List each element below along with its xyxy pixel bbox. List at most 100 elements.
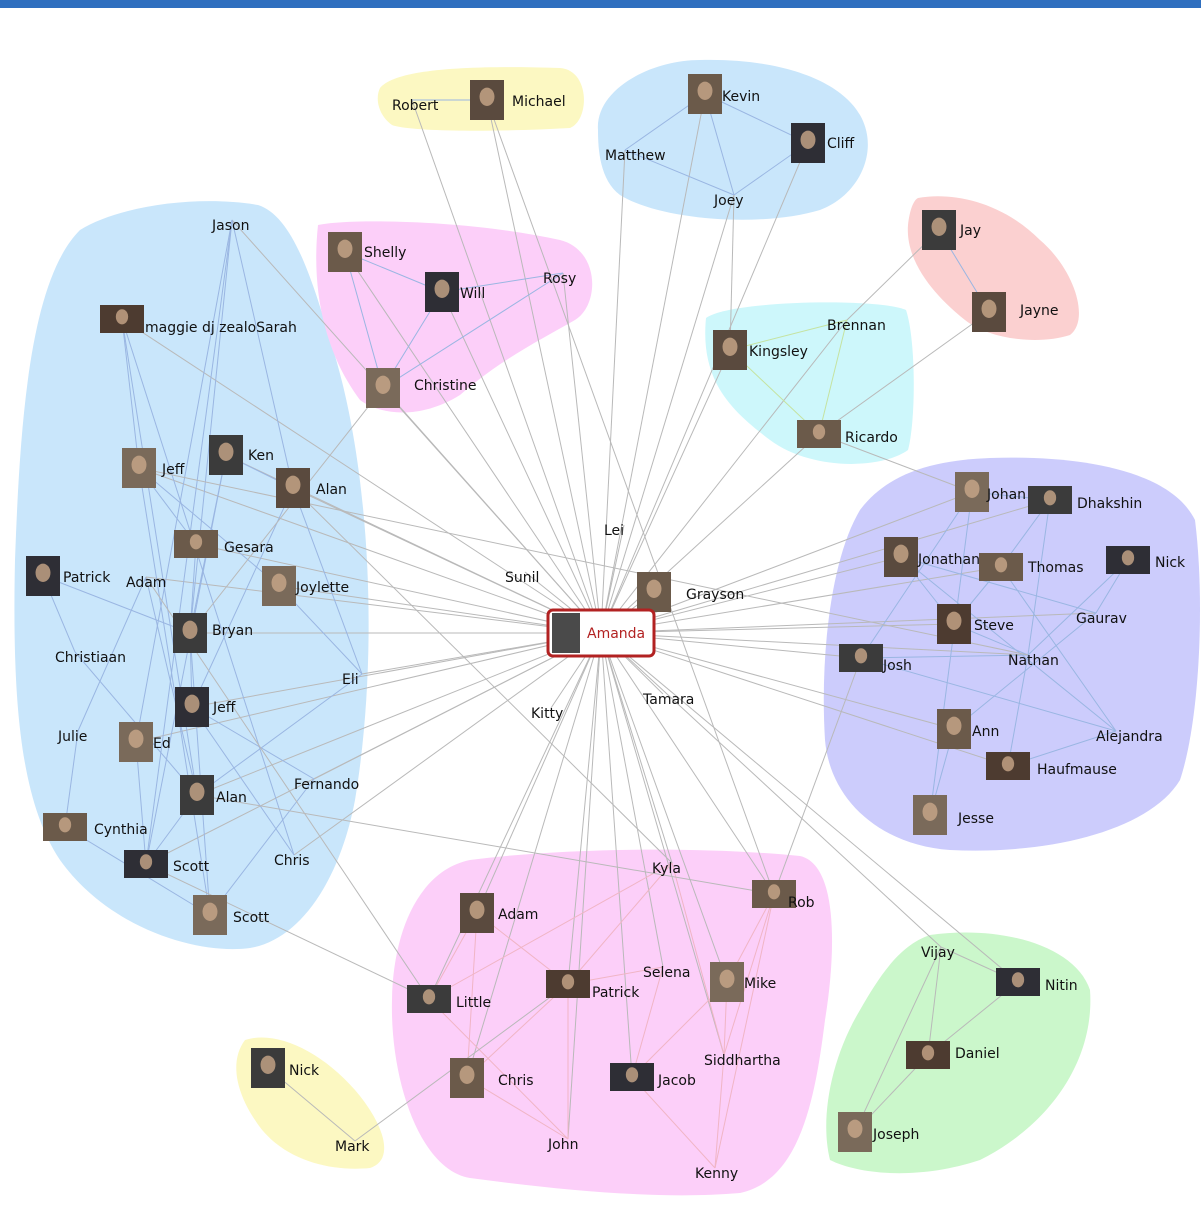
edge [441,291,602,634]
node-patrick[interactable]: Patrick [26,556,111,596]
node-alan[interactable]: Alan [180,775,247,815]
node-ken[interactable]: Ken [209,435,274,475]
edge [1007,654,1029,767]
edge [486,99,602,634]
node-john[interactable]: John [547,1137,578,1153]
node-kitty[interactable]: Kitty [531,706,563,722]
node-johan[interactable]: Johan [955,472,1026,512]
node-label: Gaurav [1076,611,1127,627]
node-eli[interactable]: Eli [342,672,359,688]
node-joylette[interactable]: Joylette [262,566,349,606]
node-gaurav[interactable]: Gaurav [1076,611,1127,627]
node-kyla[interactable]: Kyla [652,861,681,877]
edge [600,93,706,634]
node-jonathan[interactable]: Jonathan [884,537,980,577]
node-label: Matthew [605,148,666,164]
node-shelly[interactable]: Shelly [328,232,406,272]
node-siddhartha[interactable]: Siddhartha [704,1053,781,1069]
node-photo-face [854,648,868,664]
node-joseph[interactable]: Joseph [838,1112,919,1152]
node-grayson[interactable]: Grayson [637,572,744,612]
node-photo-face [184,694,200,713]
node-jeff[interactable]: Jeff [122,448,185,488]
node-julie[interactable]: Julie [57,729,87,745]
node-label: Nathan [1008,653,1059,669]
node-jayne[interactable]: Jayne [972,292,1058,332]
node-robert[interactable]: Robert [392,98,439,114]
node-alejandra[interactable]: Alejandra [1096,729,1163,745]
node-nick[interactable]: Nick [251,1048,320,1088]
node-tamara[interactable]: Tamara [642,692,694,708]
node-bryan[interactable]: Bryan [173,613,253,653]
node-joey[interactable]: Joey [713,193,744,209]
node-christine[interactable]: Christine [366,368,476,408]
node-photo-face [271,573,287,592]
node-thomas[interactable]: Thomas [979,553,1084,581]
node-label: Christiaan [55,650,126,666]
node-rob[interactable]: Rob [752,880,815,911]
node-kenny[interactable]: Kenny [695,1166,738,1182]
node-maggie-dj-zealosarah[interactable]: maggie dj zealoSarah [100,305,297,336]
node-mark[interactable]: Mark [335,1139,370,1155]
node-gesara[interactable]: Gesara [174,530,274,558]
node-christiaan[interactable]: Christiaan [55,650,126,666]
node-jacob[interactable]: Jacob [610,1063,696,1091]
edge [428,862,673,1000]
node-photo-face [260,1055,276,1074]
node-mike[interactable]: Mike [710,962,776,1002]
node-josh[interactable]: Josh [839,644,912,674]
edge [818,319,848,435]
node-brennan[interactable]: Brennan [827,318,886,334]
node-alan[interactable]: Alan [276,468,347,508]
edge [723,893,775,1056]
node-daniel[interactable]: Daniel [906,1041,1000,1069]
node-cliff[interactable]: Cliff [791,123,855,163]
node-ann[interactable]: Ann [937,709,999,749]
node-label: Chris [274,853,310,869]
node-photo-face [931,217,947,236]
node-label: Siddhartha [704,1053,781,1069]
node-cynthia[interactable]: Cynthia [43,813,148,841]
node-nick[interactable]: Nick [1106,546,1186,574]
edge [138,467,602,634]
node-vijay[interactable]: Vijay [921,945,955,961]
edge [1027,499,1051,656]
edge [189,387,384,634]
node-matthew[interactable]: Matthew [605,148,666,164]
node-scott[interactable]: Scott [124,850,210,878]
node-jeff[interactable]: Jeff [175,687,236,727]
node-label: Ken [248,448,274,464]
node-will[interactable]: Will [425,272,485,312]
node-ricardo[interactable]: Ricardo [797,420,898,448]
node-steve[interactable]: Steve [937,604,1014,644]
node-nathan[interactable]: Nathan [1008,653,1059,669]
node-jesse[interactable]: Jesse [913,795,994,835]
center-node-amanda[interactable]: Amanda [546,608,656,658]
node-rosy[interactable]: Rosy [543,271,576,287]
node-kingsley[interactable]: Kingsley [713,330,808,370]
node-ed[interactable]: Ed [119,722,171,762]
edge [600,612,1097,634]
node-label: Jesse [957,811,994,827]
node-lei[interactable]: Lei [604,523,624,539]
node-dhakshin[interactable]: Dhakshin [1028,486,1142,514]
node-little[interactable]: Little [407,985,491,1013]
node-kevin[interactable]: Kevin [688,74,760,114]
node-haufmause[interactable]: Haufmause [986,752,1117,780]
node-michael[interactable]: Michael [470,80,566,120]
node-nitin[interactable]: Nitin [996,968,1078,996]
node-jason[interactable]: Jason [211,218,249,234]
edge [600,149,626,634]
node-jay[interactable]: Jay [922,210,981,250]
node-selena[interactable]: Selena [643,965,690,981]
node-chris[interactable]: Chris [274,853,310,869]
node-sunil[interactable]: Sunil [505,570,539,586]
node-fernando[interactable]: Fernando [294,777,359,793]
node-scott[interactable]: Scott [193,895,270,935]
node-patrick[interactable]: Patrick [546,970,640,1001]
edge [860,657,1117,732]
node-adam[interactable]: Adam [126,575,166,591]
node-chris[interactable]: Chris [450,1058,534,1098]
node-adam[interactable]: Adam [460,893,538,933]
